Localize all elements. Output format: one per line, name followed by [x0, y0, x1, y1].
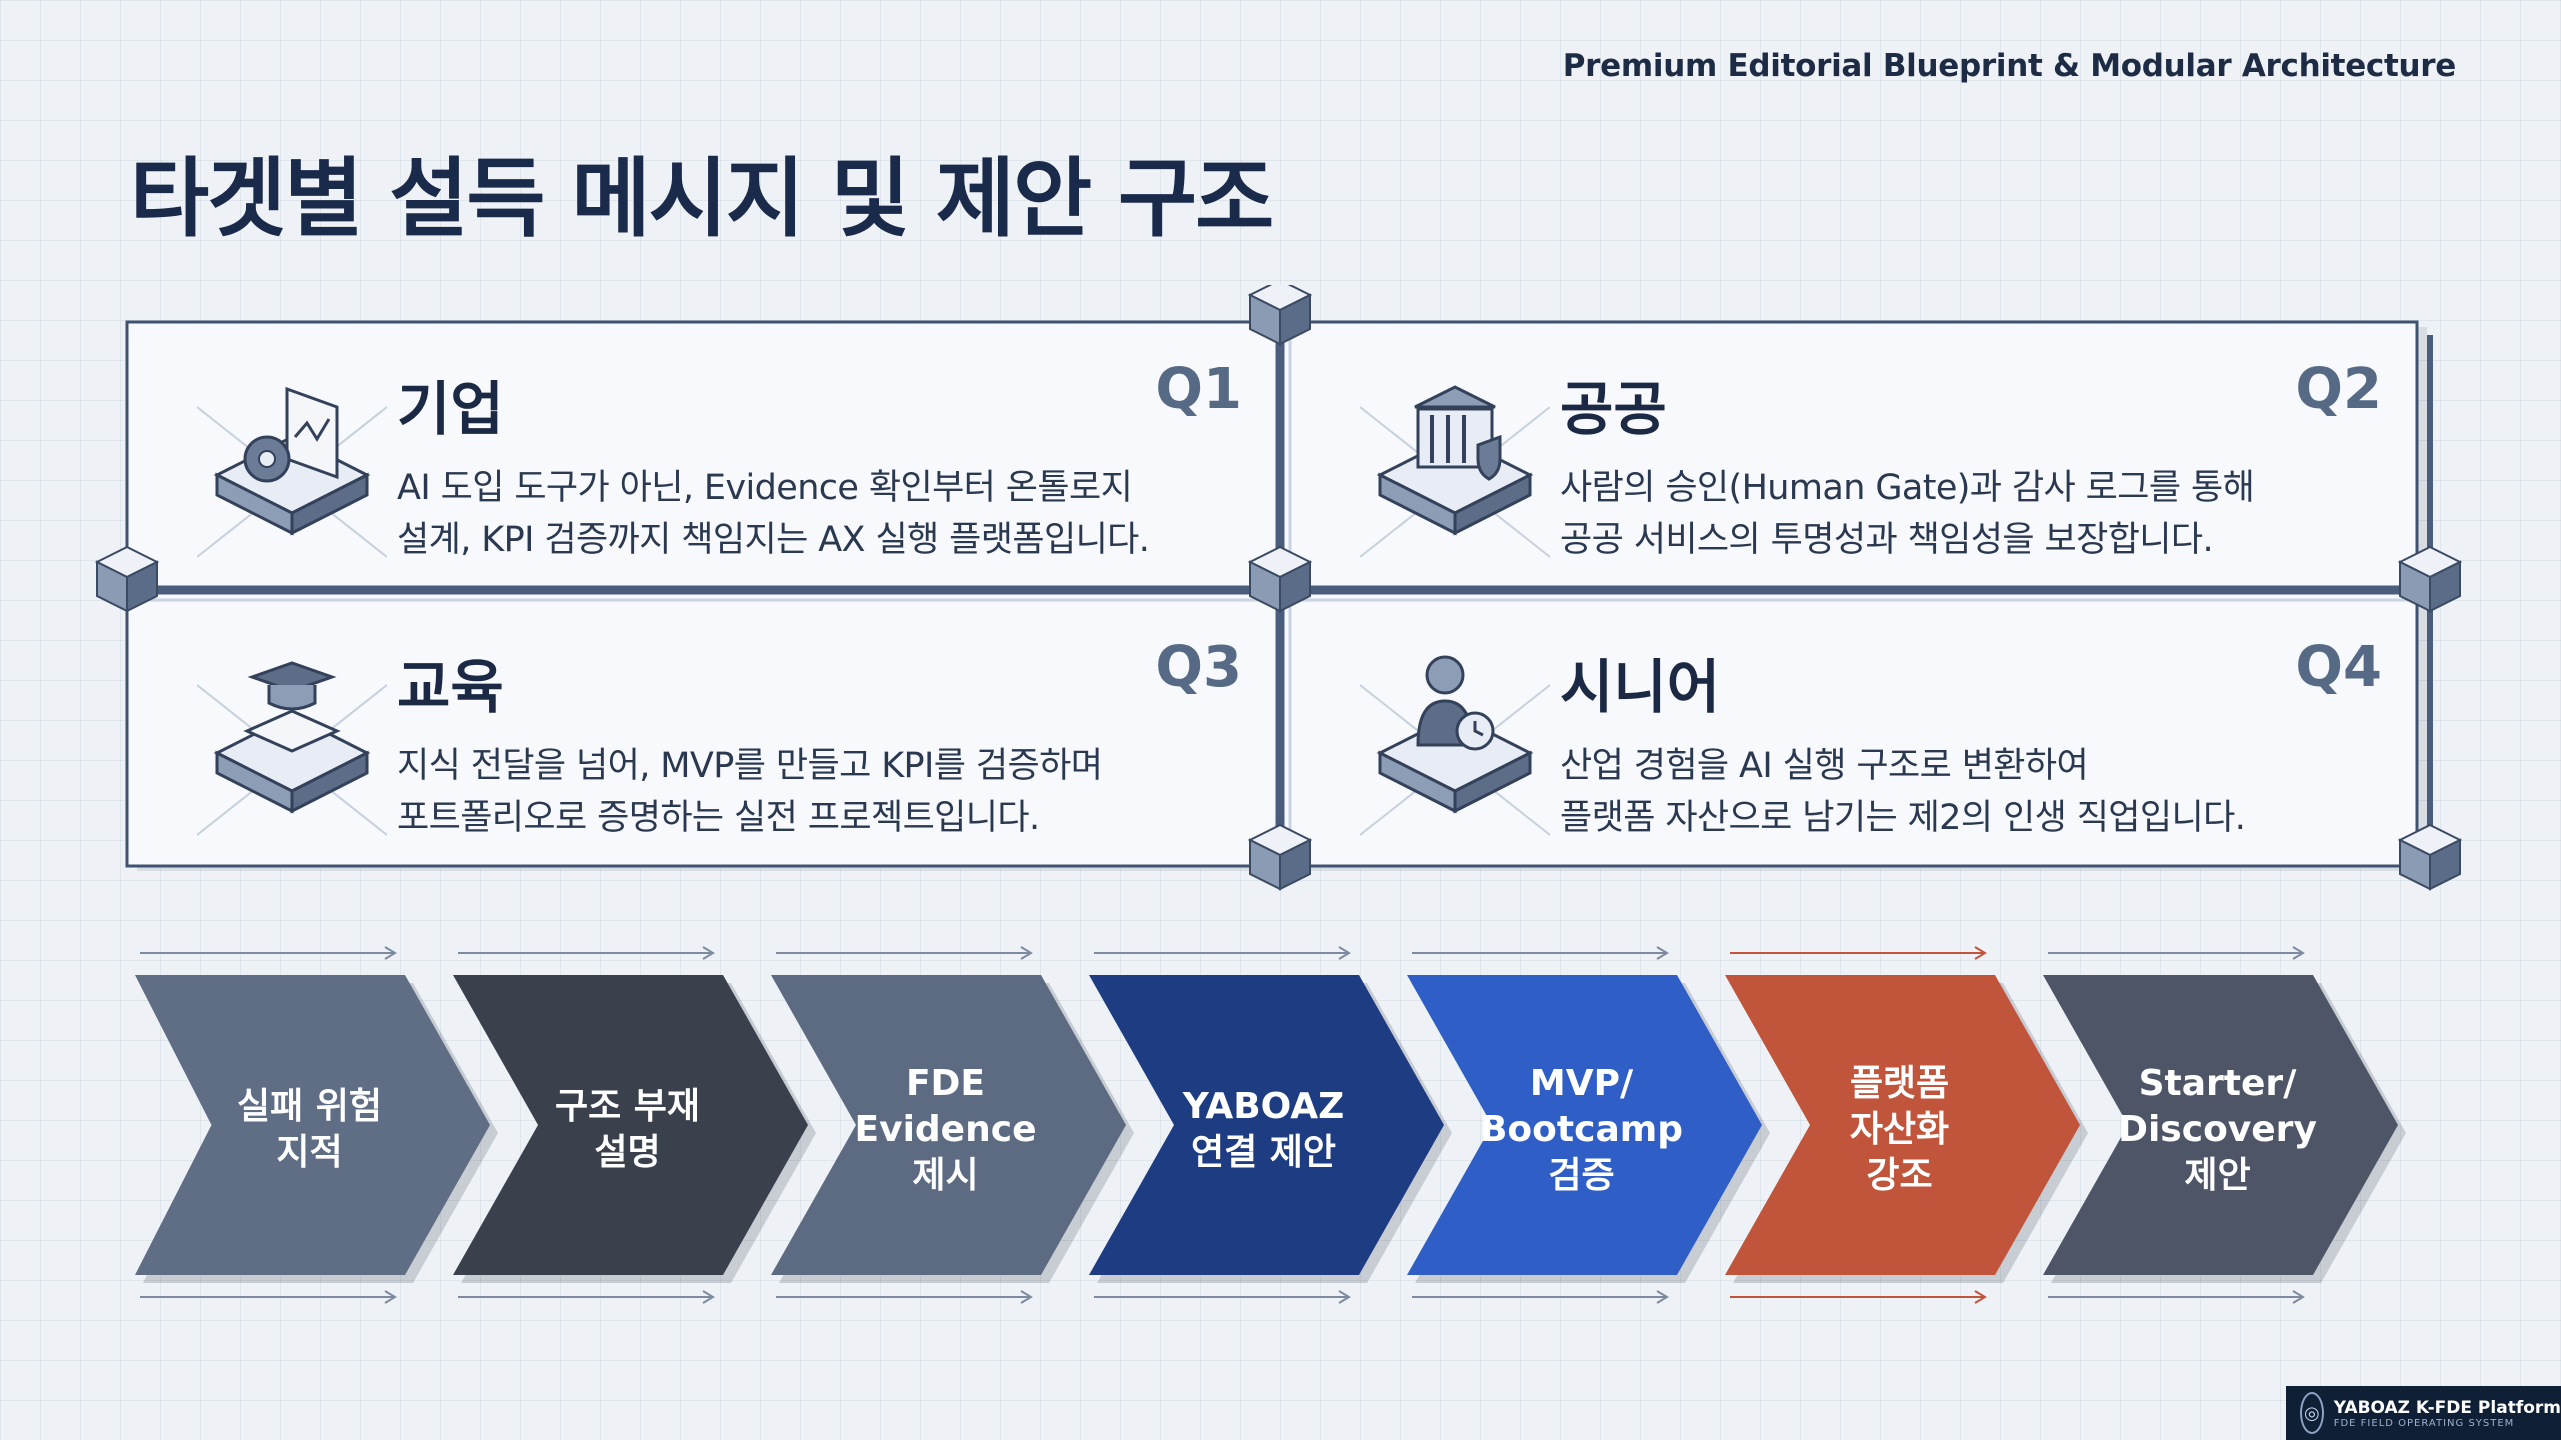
quadrant-title: 공공 — [1560, 375, 1667, 443]
cube-node-center — [1247, 545, 1313, 613]
flow-arrowhead — [702, 1290, 715, 1304]
flow-step-label: 실패 위험 지적 — [236, 1086, 382, 1173]
page-title: 타겟별 설득 메시지 및 제안 구조 — [130, 149, 1274, 249]
description-line: 사람의 승인(Human Gate)과 감사 로그를 통해 — [1560, 468, 2255, 508]
quadrant-enterprise: 기업 Q1 AI 도입 도구가 아닌, Evidence 확인부터 온톨로지 설… — [127, 322, 1277, 587]
description-line: 지식 전달을 넘어, MVP를 만들고 KPI를 검증하며 — [397, 746, 1103, 786]
gear-chart-icon — [196, 367, 388, 567]
flow-chevron — [1089, 975, 1444, 1275]
cube-node-top — [1247, 285, 1313, 346]
flow-chevron — [1407, 975, 1762, 1275]
cube-node-bottom — [1247, 823, 1313, 891]
quadrant-description: 지식 전달을 넘어, MVP를 만들고 KPI를 검증하며 포트폴리오로 증명하… — [397, 740, 1257, 844]
quadrant-label: Q1 — [1155, 357, 1242, 422]
flow-arrowhead — [2292, 1290, 2305, 1304]
flow-arrowhead — [1656, 946, 1669, 960]
flow-step-label: Starter/ Discovery 제안 — [2118, 1063, 2317, 1196]
graduation-cap-book-icon — [196, 645, 388, 845]
flow-chevron — [1725, 975, 2080, 1275]
matrix-frame — [95, 285, 2463, 891]
page-subtitle: Premium Editorial Blueprint & Modular Ar… — [1562, 48, 2457, 84]
flow-arrowhead — [2292, 946, 2305, 960]
badge-title: YABOAZ K-FDE Platform — [2333, 1397, 2561, 1418]
badge-subtitle: FDE FIELD OPERATING SYSTEM — [2333, 1417, 2515, 1429]
flow-step-label: YABOAZ 연결 제안 — [1182, 1086, 1345, 1173]
description-line: AI 도입 도구가 아닌, Evidence 확인부터 온톨로지 — [397, 468, 1133, 508]
flow-chevron — [771, 975, 1126, 1275]
quadrant-description: AI 도입 도구가 아닌, Evidence 확인부터 온톨로지 설계, KPI… — [397, 462, 1257, 566]
platform-badge: ◎ YABOAZ K-FDE Platform FDE FIELD OPERAT… — [2286, 1386, 2561, 1440]
quadrant-description: 사람의 승인(Human Gate)과 감사 로그를 통해 공공 서비스의 투명… — [1560, 462, 2420, 566]
quadrant-description: 산업 경험을 AI 실행 구조로 변환하여 플랫폼 자산으로 남기는 제2의 인… — [1560, 740, 2420, 844]
quadrant-public: 공공 Q2 사람의 승인(Human Gate)과 감사 로그를 통해 공공 서… — [1290, 322, 2417, 587]
quadrant-senior: 시니어 Q4 산업 경험을 AI 실행 구조로 변환하여 플랫폼 자산으로 남기… — [1290, 600, 2417, 865]
persuasion-flow: 실패 위험 지적 구조 부재 설명 FDE Evidence 제시 YABOAZ… — [135, 945, 2435, 1305]
description-line: 설계, KPI 검증까지 책임지는 AX 실행 플랫폼입니다. — [397, 520, 1150, 560]
platform-logo-icon: ◎ — [2300, 1392, 2324, 1434]
description-line: 플랫폼 자산으로 남기는 제2의 인생 직업입니다. — [1560, 798, 2246, 838]
cube-node-bottom-right — [2397, 823, 2463, 891]
flow-step-label: 구조 부재 설명 — [554, 1086, 700, 1173]
flow-step-label: FDE Evidence 제시 — [854, 1063, 1037, 1196]
flow-chevron — [2043, 975, 2398, 1275]
flow-arrowhead — [1020, 946, 1033, 960]
flow-arrowhead — [1020, 1290, 1033, 1304]
quadrant-title: 교육 — [397, 653, 504, 721]
person-clock-icon — [1359, 645, 1551, 845]
flow-chevron — [453, 975, 808, 1275]
government-building-shield-icon — [1359, 367, 1551, 567]
flow-arrowhead — [702, 946, 715, 960]
quadrant-education: 교육 Q3 지식 전달을 넘어, MVP를 만들고 KPI를 검증하며 포트폴리… — [127, 600, 1277, 865]
quadrant-label: Q2 — [2295, 357, 2382, 422]
quadrant-label: Q4 — [2295, 635, 2382, 700]
quadrant-title: 시니어 — [1560, 653, 1721, 721]
flow-step-label: MVP/ Bootcamp 검증 — [1479, 1063, 1684, 1196]
flow-arrowhead — [1656, 1290, 1669, 1304]
flow-chevron — [135, 975, 490, 1275]
flow-arrowhead — [1974, 1290, 1987, 1304]
target-matrix: 기업 Q1 AI 도입 도구가 아닌, Evidence 확인부터 온톨로지 설… — [95, 285, 2485, 925]
description-line: 포트폴리오로 증명하는 실전 프로젝트입니다. — [397, 798, 1040, 838]
quadrant-title: 기업 — [397, 375, 504, 443]
description-line: 산업 경험을 AI 실행 구조로 변환하여 — [1560, 746, 2089, 786]
cube-node-right — [2397, 545, 2463, 613]
flow-arrowhead — [1974, 946, 1987, 960]
quadrant-label: Q3 — [1155, 635, 1242, 700]
flow-chevrons — [135, 946, 2406, 1304]
flow-step-label: 플랫폼 자산화 강조 — [1849, 1063, 1950, 1196]
flow-arrowhead — [1338, 1290, 1351, 1304]
flow-arrowhead — [384, 1290, 397, 1304]
description-line: 공공 서비스의 투명성과 책임성을 보장합니다. — [1560, 520, 2214, 560]
cube-node-left — [95, 545, 160, 613]
flow-arrowhead — [384, 946, 397, 960]
flow-arrowhead — [1338, 946, 1351, 960]
